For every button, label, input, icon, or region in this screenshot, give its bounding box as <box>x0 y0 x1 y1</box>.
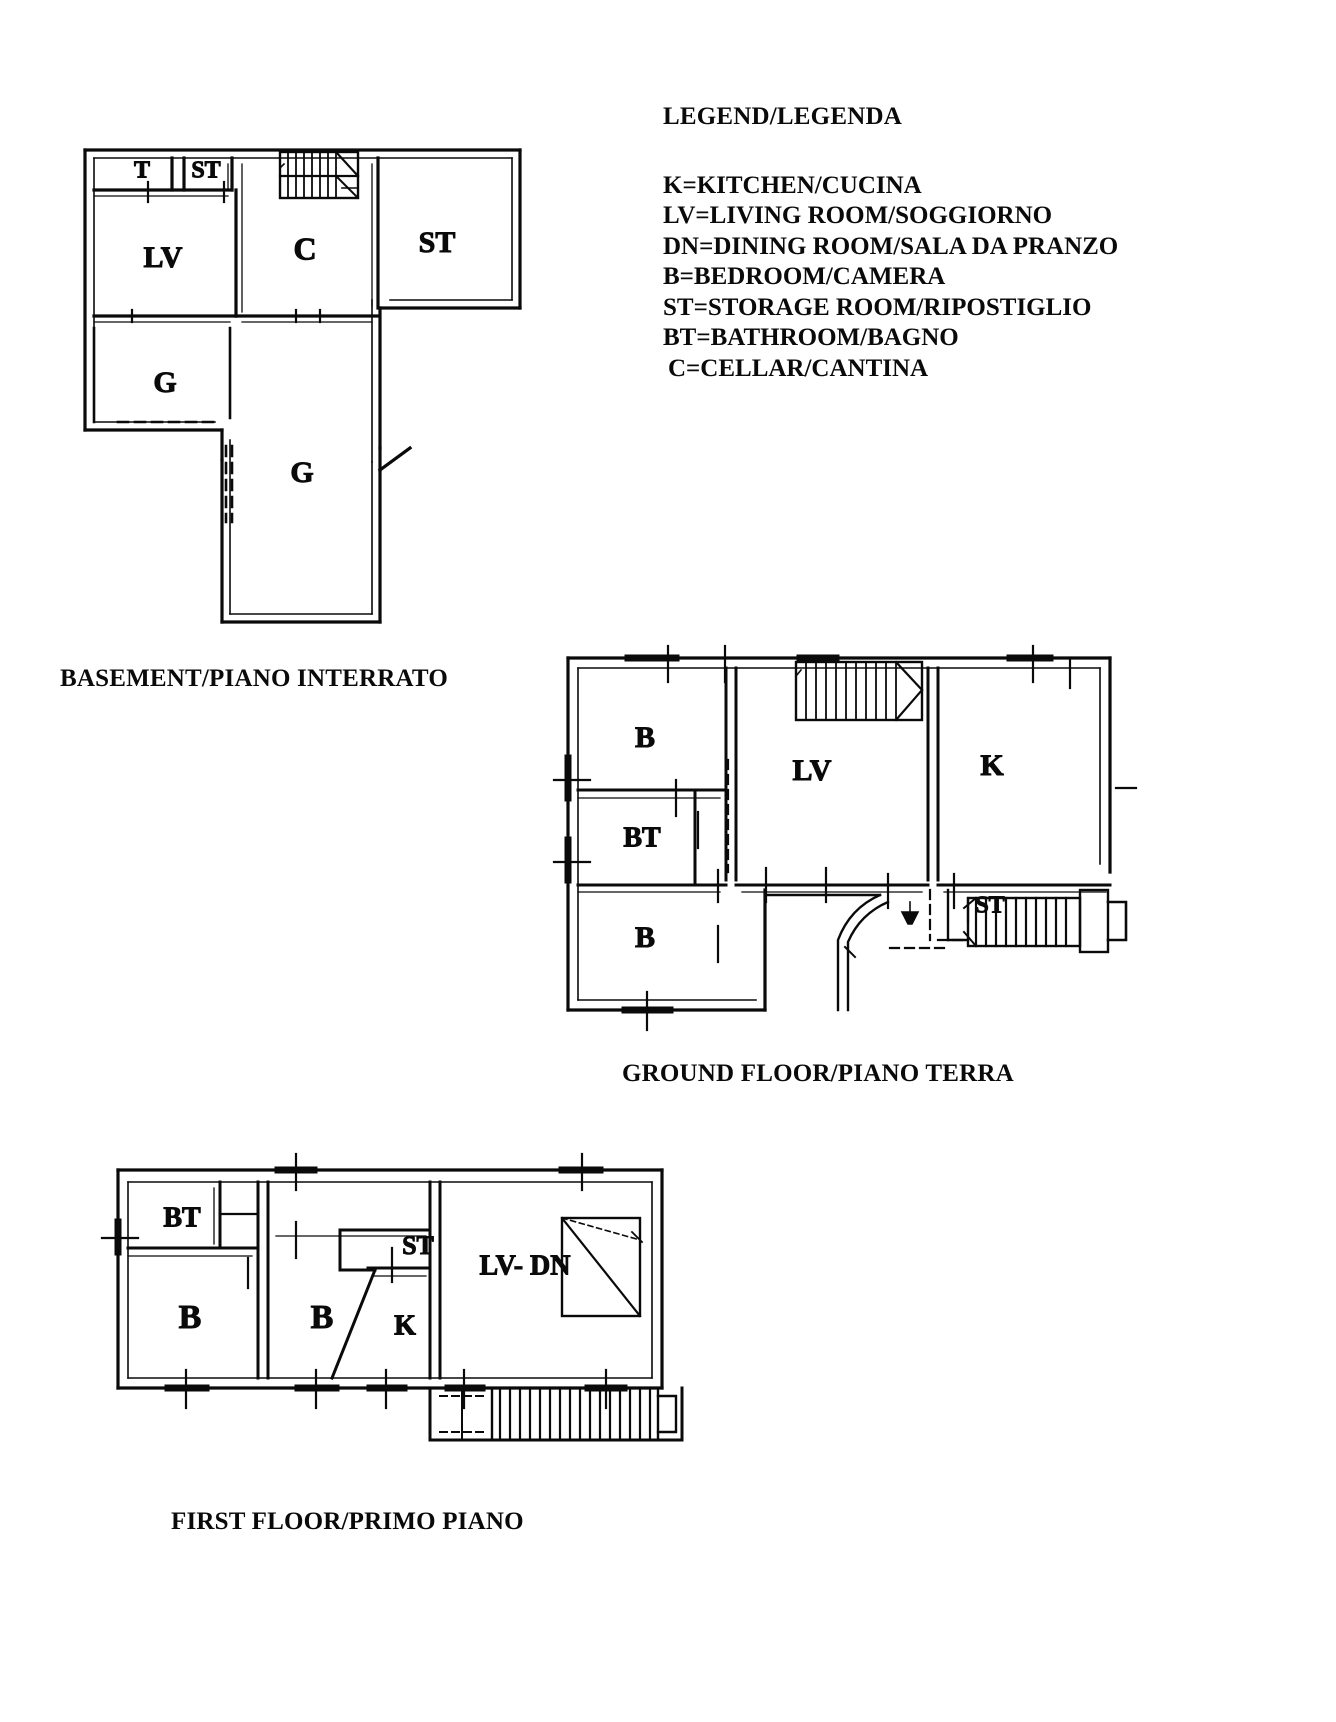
legend-entry-storage: ST=STORAGE ROOM/RIPOSTIGLIO <box>663 293 1092 321</box>
ground-room-labels: B BT B LV K ST <box>623 720 1005 954</box>
first-floorplan-drawing: BT B B K ST LV- DN <box>100 1140 720 1480</box>
ground-corridor <box>763 893 890 1012</box>
basement-partitions <box>92 156 380 318</box>
room-label-b-mid: B <box>311 1299 334 1336</box>
ground-window-ticks <box>552 644 1138 1032</box>
room-label-b-upper: B <box>635 721 655 754</box>
legend-entry-kitchen: K=KITCHEN/CUCINA <box>663 171 922 199</box>
room-label-g2: G <box>290 456 313 489</box>
room-label-c: C <box>293 230 316 266</box>
room-label-st: ST <box>975 893 1004 919</box>
room-label-lv: LV <box>793 754 832 787</box>
room-label-t: T <box>134 158 150 184</box>
basement-dashed-opening-vertical <box>224 444 234 524</box>
first-outer-wall-faces <box>127 1181 653 1379</box>
legend-entry-list: K=KITCHEN/CUCINA LV=LIVING ROOM/SOGGIORN… <box>663 171 1223 385</box>
legend-block: LEGEND/LEGENDA K=KITCHEN/CUCINA LV=LIVIN… <box>663 103 1223 384</box>
room-label-bt: BT <box>623 822 661 853</box>
ground-exterior-stair <box>962 888 1128 954</box>
first-floor-caption: FIRST FLOOR/PRIMO PIANO <box>171 1508 524 1535</box>
room-label-st1: ST <box>191 158 220 184</box>
legend-title: LEGEND/LEGENDA <box>663 103 902 130</box>
room-label-st: ST <box>402 1231 434 1260</box>
room-label-k: K <box>394 1310 416 1341</box>
basement-partition-faces <box>93 163 373 323</box>
room-label-bt: BT <box>163 1202 201 1233</box>
legend-entry-bathroom: BT=BATHROOM/BAGNO <box>663 324 959 351</box>
first-window-ticks <box>100 1152 608 1410</box>
first-room-labels: BT B B K ST LV- DN <box>163 1202 571 1342</box>
legend-entry-cellar: C=CELLAR/CANTINA <box>668 354 929 382</box>
room-label-k: K <box>980 749 1004 782</box>
legend-entry-living: LV=LIVING ROOM/SOGGIORNO <box>663 202 1053 229</box>
room-label-b-left: B <box>179 1299 202 1336</box>
ground-floor-caption: GROUND FLOOR/PIANO TERRA <box>622 1060 1014 1087</box>
basement-room-g-left <box>92 326 232 424</box>
room-label-b-lower: B <box>635 921 655 954</box>
basement-outer-walls <box>83 148 522 624</box>
basement-door-ticks <box>130 180 322 324</box>
basement-staircase <box>278 150 360 200</box>
ground-dashed-openings <box>648 758 970 950</box>
ground-partitions <box>576 666 1112 887</box>
basement-caption: BASEMENT/PIANO INTERRATO <box>60 665 448 692</box>
first-exterior-staircase <box>428 1386 684 1442</box>
legend-entry-bedroom: B=BEDROOM/CAMERA <box>663 263 946 290</box>
ground-floorplan-drawing: B BT B LV K ST <box>550 640 1170 1040</box>
room-label-g1: G <box>153 366 176 399</box>
room-label-lv: LV <box>144 241 183 274</box>
ground-fixture-icon <box>900 901 920 925</box>
first-partition-faces <box>127 1187 427 1277</box>
basement-room-labels: T ST LV C ST G G <box>133 157 456 489</box>
basement-floorplan-drawing: T ST LV C ST G G <box>80 130 550 630</box>
legend-entry-dining: DN=DINING ROOM/SALA DA PRANZO <box>663 232 1119 260</box>
ground-outer-wall-faces <box>577 667 1101 1001</box>
first-stair-void <box>560 1216 644 1318</box>
ground-staircase <box>794 660 924 722</box>
room-label-lv-dn: LV- DN <box>479 1250 570 1281</box>
first-partitions <box>126 1180 442 1380</box>
room-label-st2: ST <box>419 226 456 259</box>
